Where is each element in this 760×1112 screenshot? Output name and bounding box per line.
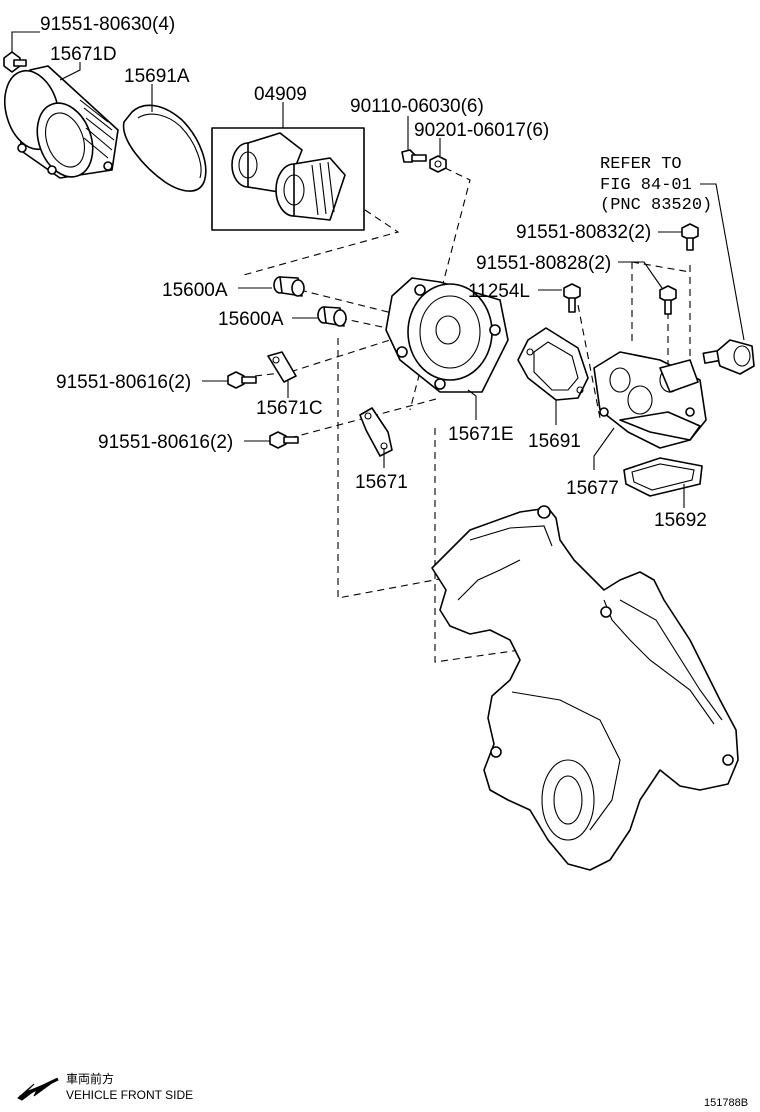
refer-text-line1[interactable]: REFER TO [600,155,682,174]
label-15671c[interactable]: 15671C [256,398,323,419]
vehicle-front-indicator: 車両前方 VEHICLE FRONT SIDE [17,1071,193,1102]
label-15600a-upper[interactable]: 15600A [162,280,228,301]
check-valve-15600a-upper-icon [273,276,305,297]
bolt-91551-80832-icon [681,223,699,251]
bracket-15671c-icon [267,351,297,383]
label-15671[interactable]: 15671 [355,472,408,493]
gasket-15692-icon [623,457,703,497]
bolt-91551-80616-lower-icon [269,431,299,449]
figure-id: 151788B [704,1097,748,1109]
direction-text-jp: 車両前方 [66,1071,114,1086]
label-15677[interactable]: 15677 [566,478,619,499]
label-04909[interactable]: 04909 [254,84,307,105]
nut-90201-06017-icon [429,155,447,173]
oil-cooler-15677-icon [593,351,707,449]
filter-bracket-15671e-icon [385,277,509,393]
check-valve-15600a-lower-icon [317,306,347,327]
part-labels: 91551-80630(4) 15671D 15691A 04909 90110… [40,14,712,531]
direction-text-en: VEHICLE FRONT SIDE [66,1088,193,1102]
label-15692[interactable]: 15692 [654,510,707,531]
o-ring-15691a-icon [122,104,207,192]
timing-cover-icon [431,505,739,871]
leader-lines [11,31,745,508]
bolt-91551-80630-icon [3,51,27,73]
bracket-15671-icon [359,407,393,457]
refer-text-line2[interactable]: FIG 84-01 [600,176,692,195]
label-91551-80828[interactable]: 91551-80828(2) [476,253,611,274]
label-91551-80832[interactable]: 91551-80832(2) [516,222,651,243]
stud-11254l-icon [563,283,581,313]
filter-kit-04909-box [211,127,365,231]
label-91551-80616-lower[interactable]: 91551-80616(2) [98,432,233,453]
label-91551-80630[interactable]: 91551-80630(4) [40,14,175,35]
label-15600a-lower[interactable]: 15600A [218,309,284,330]
oil-pressure-switch-icon [702,339,755,375]
bolt-90110-06030-icon [401,149,427,163]
label-15671d[interactable]: 15671D [50,44,117,65]
label-90110-06030[interactable]: 90110-06030(6) [350,96,484,117]
label-11254l[interactable]: 11254L [468,281,530,302]
label-15671e[interactable]: 15671E [448,424,514,445]
label-91551-80616-upper[interactable]: 91551-80616(2) [56,372,191,393]
label-15691a[interactable]: 15691A [124,66,190,87]
refer-text-line3[interactable]: (PNC 83520) [600,196,712,215]
bolt-91551-80616-upper-icon [227,371,257,389]
gasket-15691-icon [517,327,589,401]
label-90201-06017[interactable]: 90201-06017(6) [414,120,549,141]
label-15691[interactable]: 15691 [528,431,581,452]
bolt-91551-80828-icon [659,285,677,315]
oil-filter-cap-15671d-icon [4,65,119,179]
